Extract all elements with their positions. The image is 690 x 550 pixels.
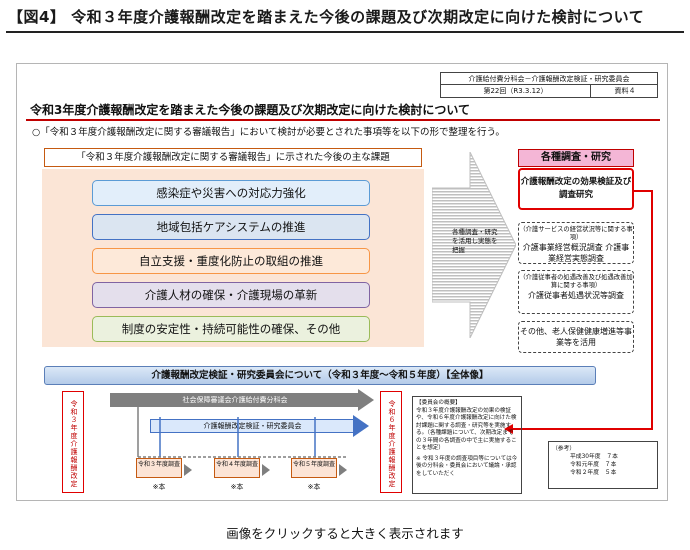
reference-row: 令和２年度 ５本 bbox=[570, 470, 617, 476]
committee-overview-bar: 介護報酬改定検証・研究委員会について（令和３年度～令和５年度）【全体像】 bbox=[44, 366, 596, 385]
reference-heading: （参考） bbox=[552, 446, 576, 452]
slide-title-rule bbox=[26, 119, 660, 121]
research-box-business: （介護サービスの経営状況等に関する事項） 介護事業経営概況調査 介護事業経営実態… bbox=[518, 222, 634, 264]
left-revision-label: 令和３年度介護報酬改定 bbox=[62, 391, 84, 493]
meta-doc-no: 資料４ bbox=[614, 87, 636, 95]
year-note-r4: ※本 bbox=[230, 483, 244, 491]
issue-item-workforce: 介護人材の確保・介護現場の革新 bbox=[92, 282, 370, 308]
big-right-arrow-icon bbox=[432, 152, 516, 338]
arrow-right-icon bbox=[262, 464, 270, 476]
timeline-connectors bbox=[137, 407, 346, 458]
overview-body: 令和３年度介護報酬改定の効果の検証や、令和６年度介護報酬改定に向けた検討課題に関… bbox=[416, 407, 517, 452]
research-box-other-text: その他、老人保健健康増進等事業等を活用 bbox=[520, 327, 632, 347]
arrow-right-icon bbox=[358, 389, 374, 411]
issue-item-independence: 自立支援・重度化防止の取組の推進 bbox=[92, 248, 370, 274]
meta-committee: 介護給付費分科会－介護報酬改定検証・研究委員会 bbox=[441, 73, 657, 85]
research-heading: 各種調査・研究 bbox=[518, 149, 634, 167]
right-revision-label: 令和６年度介護報酬改定 bbox=[380, 391, 402, 493]
title-underline bbox=[6, 31, 684, 33]
overview-heading: 【委員会の概要】 bbox=[416, 400, 461, 406]
connector-line bbox=[634, 190, 653, 192]
year-box-r3: 令和３年度調査 bbox=[136, 458, 182, 478]
issue-item-infection: 感染症や災害への対応力強化 bbox=[92, 180, 370, 206]
issue-item-sustainability: 制度の安定性・持続可能性の確保、その他 bbox=[92, 316, 370, 342]
arrow-text: 各種調査・研究を活用し実態を把握 bbox=[452, 228, 498, 254]
reference-box: （参考） 平成30年度 ７本 令和元年度 ７本 令和２年度 ５本 bbox=[548, 441, 658, 489]
figure-title: 【図4】 令和３年度介護報酬改定を踏まえた今後の課題及び次期改定に向けた検討につ… bbox=[8, 8, 645, 26]
issues-heading: 「令和３年度介護報酬改定に関する審議報告」に示された今後の主な課題 bbox=[44, 148, 422, 167]
research-box-business-note: （介護サービスの経営状況等に関する事項） bbox=[519, 226, 633, 241]
enlarge-caption: 画像をクリックすると大きく表示されます bbox=[226, 526, 464, 541]
research-main-box: 介護報酬改定の効果検証及び調査研究 bbox=[518, 168, 634, 210]
year-note-r5: ※本 bbox=[307, 483, 321, 491]
arrow-right-icon bbox=[184, 464, 192, 476]
research-box-treatment: （介護従事者の処遇改善及び処遇改善加算に関する事項） 介護従事者処遇状況等調査 bbox=[518, 270, 634, 314]
reference-row: 令和元年度 ７本 bbox=[570, 462, 617, 468]
subcommittee-bar: 社会保障審議会介護給付費分科会 bbox=[110, 393, 360, 407]
connector-line bbox=[512, 428, 653, 430]
committee-overview-box: 【委員会の概要】 令和３年度介護報酬改定の効果の検証や、令和６年度介護報酬改定に… bbox=[412, 396, 522, 494]
meta-session: 第22回（R3.3.12） bbox=[441, 85, 591, 98]
arrow-right-icon bbox=[353, 415, 369, 437]
document-meta-box: 介護給付費分科会－介護報酬改定検証・研究委員会 第22回（R3.3.12） 資料… bbox=[440, 72, 658, 98]
issue-item-community-care: 地域包括ケアシステムの推進 bbox=[92, 214, 370, 240]
research-box-treatment-note: （介護従事者の処遇改善及び処遇改善加算に関する事項） bbox=[519, 274, 633, 289]
intro-text: ○「令和３年度介護報酬改定に関する審議報告」において検討が必要とされた事項等を以… bbox=[32, 127, 505, 138]
overview-note: ※ 令和３年度の調査項目等については今後の分科会・委員会において議論・承認をして… bbox=[416, 455, 518, 477]
year-box-r4: 令和４年度調査 bbox=[214, 458, 260, 478]
year-note-r3: ※本 bbox=[152, 483, 166, 491]
arrow-left-icon bbox=[504, 424, 513, 434]
research-box-business-surveys: 介護事業経営概況調査 介護事業経営実態調査 bbox=[522, 243, 630, 263]
arrow-right-icon bbox=[339, 464, 347, 476]
reference-row: 平成30年度 ７本 bbox=[570, 454, 618, 460]
year-box-r5: 令和５年度調査 bbox=[291, 458, 337, 478]
research-box-treatment-survey: 介護従事者処遇状況等調査 bbox=[528, 291, 624, 300]
slide-title: 令和3年度介護報酬改定を踏まえた今後の課題及び次期改定に向けた検討について bbox=[30, 103, 470, 117]
connector-line bbox=[651, 190, 653, 430]
research-box-other: その他、老人保健健康増進等事業等を活用 bbox=[518, 321, 634, 353]
